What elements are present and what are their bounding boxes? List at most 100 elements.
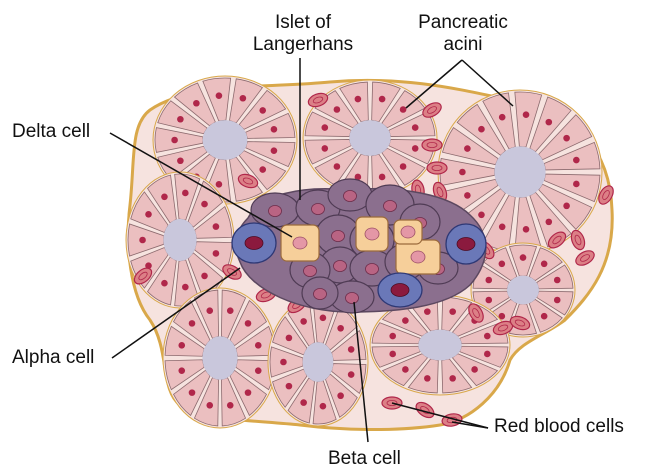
acinar-cell-nucleus bbox=[145, 211, 152, 218]
red-blood-cell-center bbox=[426, 142, 438, 148]
acinar-cell-nucleus bbox=[424, 375, 431, 382]
beta-cell-nucleus bbox=[333, 260, 347, 272]
acinar-cell-nucleus bbox=[319, 314, 327, 322]
acinar-cell-nucleus bbox=[545, 118, 553, 126]
acinar-cell bbox=[441, 127, 499, 166]
acinar-cell-nucleus bbox=[333, 106, 341, 113]
acinar-cell bbox=[221, 289, 247, 339]
acinar-cell-nucleus bbox=[239, 94, 247, 102]
acinar-cell-nucleus bbox=[498, 312, 506, 320]
acini-label-line1: Pancreatic bbox=[418, 12, 508, 33]
acinar-cell-nucleus bbox=[449, 308, 456, 315]
red-blood-cell bbox=[133, 267, 153, 285]
acinar-cell-nucleus bbox=[411, 145, 419, 152]
red-blood-cell bbox=[468, 303, 484, 323]
acinar-cell-nucleus bbox=[485, 276, 493, 284]
acinar-cell bbox=[164, 325, 205, 357]
acinar-cell-nucleus bbox=[300, 399, 307, 406]
acinar-cell bbox=[147, 174, 177, 224]
red-blood-cell-body bbox=[426, 161, 448, 175]
acinus-bottom-left-lumen bbox=[202, 336, 238, 380]
acinar-cell bbox=[147, 256, 177, 306]
red-blood-cell bbox=[598, 185, 614, 205]
red-blood-cells-label: Red blood cells bbox=[494, 416, 624, 437]
acinar-cell bbox=[221, 377, 247, 427]
acinar-cell-nucleus bbox=[178, 342, 186, 349]
rbc-leader-top bbox=[391, 402, 489, 429]
acinar-cell-nucleus bbox=[402, 366, 409, 373]
alpha-cell-nucleus bbox=[456, 237, 476, 251]
red-blood-cell-center bbox=[436, 186, 444, 198]
acinar-cell-nucleus bbox=[226, 401, 234, 409]
acini-label-line2: acini bbox=[443, 34, 483, 55]
acinar-cell-nucleus bbox=[188, 320, 196, 327]
acinar-cell-nucleus bbox=[280, 358, 287, 366]
rbc-leader-bottom bbox=[451, 421, 489, 429]
acinar-cell-nucleus bbox=[478, 125, 485, 133]
acinar-cell-nucleus bbox=[270, 147, 278, 154]
acinar-cell bbox=[482, 92, 516, 150]
acinar-cell-nucleus bbox=[563, 134, 570, 142]
acini-leader-right bbox=[461, 59, 514, 107]
acinar-cell-nucleus bbox=[389, 332, 397, 340]
acinar-cell-nucleus bbox=[563, 202, 570, 210]
acinar-cell-nucleus bbox=[319, 402, 327, 410]
acinar-cell bbox=[536, 264, 574, 290]
acinar-cell-nucleus bbox=[519, 254, 527, 261]
acinar-cell bbox=[441, 358, 473, 394]
red-blood-cell-center bbox=[242, 177, 254, 185]
acinar-cell-nucleus bbox=[483, 350, 491, 358]
alpha-cell-nucleus bbox=[244, 236, 264, 250]
red-blood-cell bbox=[570, 229, 586, 251]
red-blood-cell-center bbox=[602, 190, 610, 200]
delta-leader bbox=[109, 132, 293, 238]
acinar-cell-nucleus bbox=[485, 296, 493, 304]
acinus-lower-right bbox=[470, 242, 576, 338]
acini-label: Pancreatic acini bbox=[408, 12, 518, 56]
acinar-cell-nucleus bbox=[215, 92, 223, 99]
acinar-cell-nucleus bbox=[285, 382, 293, 390]
red-blood-cell bbox=[575, 250, 595, 266]
acinus-top-center bbox=[302, 79, 438, 197]
islet-of-langerhans bbox=[231, 178, 487, 314]
acinar-cell-nucleus bbox=[545, 218, 553, 226]
delta-cell-nucleus bbox=[410, 250, 426, 264]
acinar-cell-nucleus bbox=[464, 145, 471, 152]
acinar-cell-nucleus bbox=[411, 124, 419, 131]
acinar-cell-nucleus bbox=[573, 180, 580, 188]
acinus-right bbox=[437, 89, 603, 255]
acinar-cell-nucleus bbox=[449, 375, 456, 382]
acinar-cell-nucleus bbox=[244, 389, 252, 396]
red-blood-cell-body bbox=[468, 303, 484, 323]
acinar-cell-nucleus bbox=[399, 106, 407, 113]
beta-cell-label: Beta cell bbox=[328, 448, 401, 469]
red-blood-cell-center bbox=[138, 271, 148, 281]
acinar-cell-nucleus bbox=[459, 168, 466, 176]
acinar-cell bbox=[229, 78, 264, 124]
acinus-left bbox=[125, 171, 235, 309]
acinar-cell-nucleus bbox=[182, 283, 189, 291]
red-blood-cell-body bbox=[547, 231, 567, 249]
beta-cell-nucleus bbox=[331, 230, 345, 242]
acinar-cell-nucleus bbox=[254, 342, 262, 349]
acinar-cell-nucleus bbox=[522, 111, 530, 119]
islet-label-line1: Islet of bbox=[275, 12, 331, 33]
acinar-cell-nucleus bbox=[464, 192, 471, 199]
acinar-cell-nucleus bbox=[354, 173, 362, 181]
alpha-cell-nucleus bbox=[390, 283, 410, 297]
acinar-cell-nucleus bbox=[188, 389, 196, 396]
acinar-cell bbox=[193, 377, 219, 427]
acinus-top-center-lumen bbox=[349, 120, 391, 156]
pancreatic-acini-group bbox=[125, 75, 603, 429]
acinar-cell-nucleus bbox=[178, 367, 186, 374]
acinar-cell bbox=[514, 91, 543, 148]
beta-leader bbox=[353, 301, 369, 443]
acinus-bottom-right-lumen bbox=[418, 329, 462, 361]
acinar-cell-nucleus bbox=[161, 193, 168, 201]
acinar-cell-nucleus bbox=[201, 200, 208, 208]
red-blood-cell-center bbox=[427, 106, 437, 114]
red-blood-cell bbox=[547, 231, 567, 249]
red-blood-cell bbox=[422, 102, 442, 118]
acinar-cell-nucleus bbox=[333, 163, 341, 170]
